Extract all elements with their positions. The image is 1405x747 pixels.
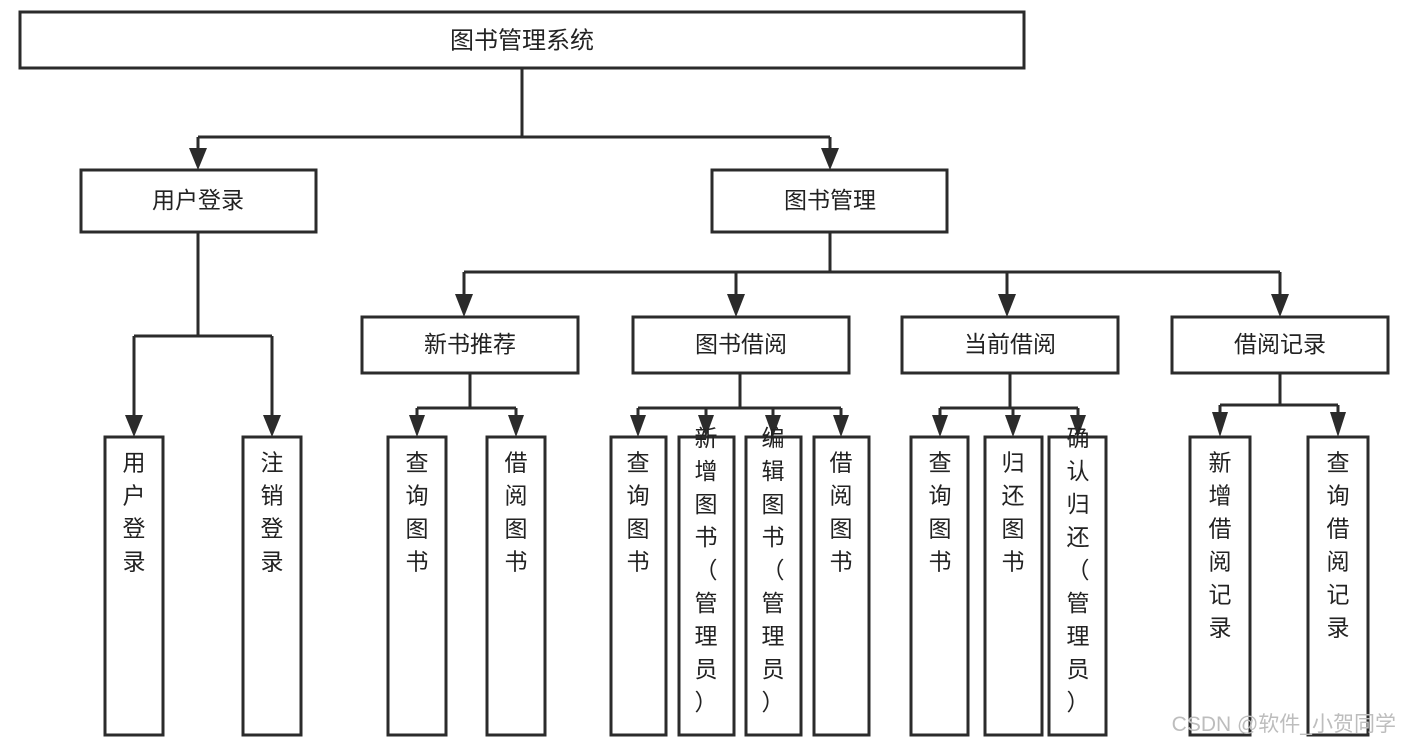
node-user-login-label: 用户登录	[152, 187, 244, 213]
arrow-head-user-login	[189, 148, 207, 170]
node-leaf-confirm-return-admin-label: 确认归还（管理员）	[1067, 425, 1090, 715]
node-leaf-logout-box[interactable]	[241, 435, 303, 737]
node-root-box[interactable]	[18, 10, 1026, 70]
node-leaf-borrow-book-label: 借阅图书	[830, 450, 853, 575]
node-leaf-query-book-recommend-label: 查询图书	[406, 450, 429, 575]
node-leaf-borrow-book-box[interactable]	[812, 435, 871, 737]
node-root-label: 图书管理系统	[450, 27, 594, 54]
node-leaf-borrow-book[interactable]: 借阅图书	[812, 435, 871, 737]
arrow-head-book-manage	[821, 148, 839, 170]
node-leaf-query-book-borrow-label: 查询图书	[627, 450, 650, 575]
arrow-head-leaf-query-borrow-record	[1330, 412, 1346, 437]
node-leaf-query-book-recommend[interactable]: 查询图书	[386, 435, 448, 737]
node-leaf-query-book-current[interactable]: 查询图书	[909, 435, 970, 737]
arrow-head-leaf-add-book-admin	[698, 415, 714, 437]
arrow-head-leaf-confirm-return-admin	[1070, 415, 1086, 437]
node-current-borrow-label: 当前借阅	[964, 331, 1056, 357]
arrow-head-borrow-record	[1271, 294, 1289, 317]
node-book-manage-label: 图书管理	[784, 187, 876, 213]
node-leaf-query-book-current-box[interactable]	[909, 435, 970, 737]
node-leaf-user-login[interactable]: 用户登录	[103, 435, 165, 737]
node-leaf-return-book[interactable]: 归还图书	[983, 435, 1044, 737]
node-leaf-borrow-book-recommend[interactable]: 借阅图书	[485, 435, 547, 737]
node-leaf-add-book-admin-label: 新增图书（管理员）	[695, 425, 718, 715]
node-leaf-add-book-admin-box[interactable]	[677, 435, 736, 737]
node-book-borrow[interactable]: 图书借阅	[631, 315, 851, 375]
node-leaf-add-book-admin[interactable]: 新增图书（管理员）	[677, 425, 736, 737]
node-leaf-return-book-label: 归还图书	[1002, 450, 1025, 575]
arrow-head-leaf-query-book-current	[932, 415, 948, 437]
node-leaf-query-borrow-record[interactable]: 查询借阅记录	[1306, 435, 1370, 737]
node-leaf-query-borrow-record-label: 查询借阅记录	[1327, 450, 1350, 641]
arrow-head-leaf-borrow-book-recommend	[508, 415, 524, 437]
node-leaf-borrow-book-recommend-box[interactable]	[485, 435, 547, 737]
connectors-layer	[125, 68, 1346, 437]
arrow-head-leaf-return-book	[1005, 415, 1021, 437]
node-leaf-confirm-return-admin-box[interactable]	[1047, 435, 1108, 737]
arrow-head-leaf-query-book-recommend	[409, 415, 425, 437]
node-leaf-confirm-return-admin[interactable]: 确认归还（管理员）	[1047, 425, 1108, 737]
arrow-head-leaf-borrow-book	[833, 415, 849, 437]
arrow-head-leaf-user-login	[125, 415, 143, 437]
node-leaf-user-login-label: 用户登录	[123, 450, 146, 575]
node-leaf-query-book-current-label: 查询图书	[929, 450, 952, 575]
arrow-head-leaf-edit-book-admin	[765, 415, 781, 437]
node-leaf-logout-label: 注销登录	[261, 450, 284, 575]
node-leaf-user-login-box[interactable]	[103, 435, 165, 737]
node-leaf-edit-book-admin[interactable]: 编辑图书（管理员）	[744, 425, 803, 737]
node-leaf-add-borrow-record-label: 新增借阅记录	[1209, 450, 1232, 641]
arrow-head-leaf-add-borrow-record	[1212, 412, 1228, 437]
node-borrow-record-label: 借阅记录	[1234, 331, 1326, 357]
node-user-login[interactable]: 用户登录	[79, 168, 318, 234]
arrow-head-current-borrow	[998, 294, 1016, 317]
arrow-head-new-book-recommend	[455, 294, 473, 317]
node-root[interactable]: 图书管理系统	[18, 10, 1026, 70]
node-new-book-recommend-box[interactable]	[360, 315, 580, 375]
node-borrow-record-box[interactable]	[1170, 315, 1390, 375]
arrow-head-leaf-logout	[263, 415, 281, 437]
node-leaf-add-borrow-record[interactable]: 新增借阅记录	[1188, 435, 1252, 737]
node-user-login-box[interactable]	[79, 168, 318, 234]
node-leaf-query-book-borrow-box[interactable]	[609, 435, 668, 737]
arrow-head-leaf-query-book-borrow	[630, 415, 646, 437]
node-leaf-query-borrow-record-box[interactable]	[1306, 435, 1370, 737]
node-borrow-record[interactable]: 借阅记录	[1170, 315, 1390, 375]
arrow-head-book-borrow	[727, 294, 745, 317]
node-current-borrow-box[interactable]	[900, 315, 1120, 375]
node-book-borrow-label: 图书借阅	[695, 331, 787, 357]
node-leaf-query-book-recommend-box[interactable]	[386, 435, 448, 737]
watermark-label: CSDN @软件_小贺同学	[1172, 713, 1396, 736]
node-leaf-query-book-borrow[interactable]: 查询图书	[609, 435, 668, 737]
node-current-borrow[interactable]: 当前借阅	[900, 315, 1120, 375]
node-leaf-return-book-box[interactable]	[983, 435, 1044, 737]
node-new-book-recommend-label: 新书推荐	[424, 331, 516, 357]
node-new-book-recommend[interactable]: 新书推荐	[360, 315, 580, 375]
node-book-manage[interactable]: 图书管理	[710, 168, 949, 234]
leaf-nodes-layer: 用户登录 注销登录 查询图书 借阅图书 查询图书 新增图书（管理员）	[103, 425, 1370, 737]
node-leaf-edit-book-admin-box[interactable]	[744, 435, 803, 737]
node-leaf-borrow-book-recommend-label: 借阅图书	[505, 450, 528, 575]
node-leaf-add-borrow-record-box[interactable]	[1188, 435, 1252, 737]
node-leaf-edit-book-admin-label: 编辑图书（管理员）	[762, 425, 785, 715]
node-book-borrow-box[interactable]	[631, 315, 851, 375]
node-leaf-logout[interactable]: 注销登录	[241, 435, 303, 737]
node-book-manage-box[interactable]	[710, 168, 949, 234]
